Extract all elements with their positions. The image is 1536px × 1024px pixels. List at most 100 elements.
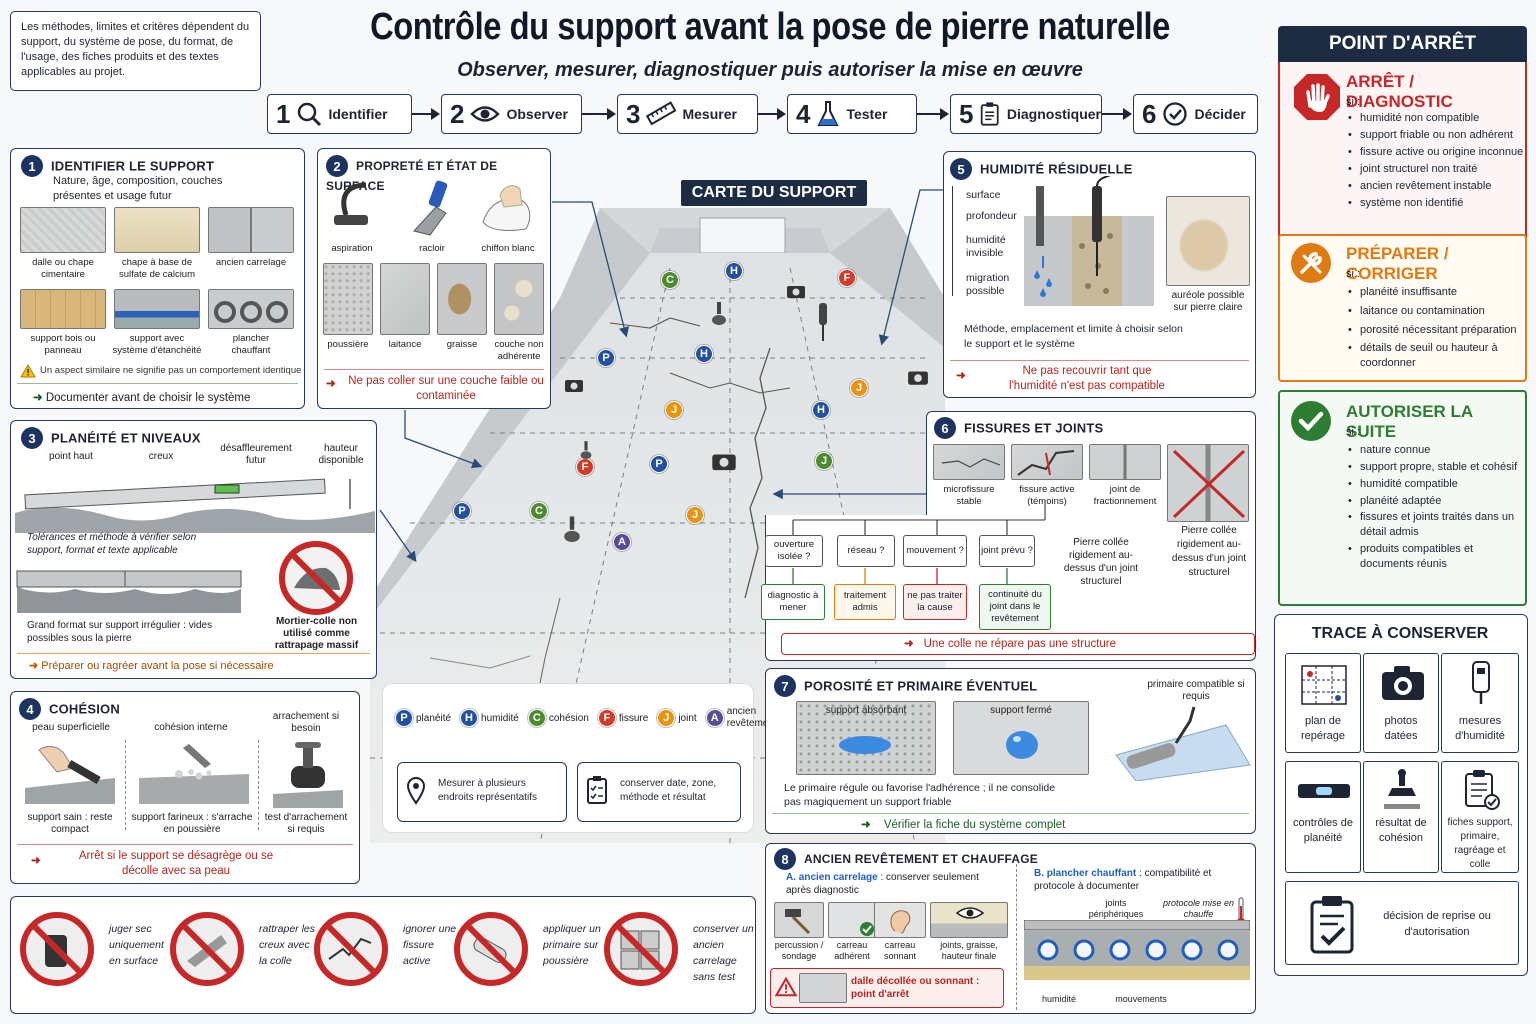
step-identifier: 1 Identifier <box>267 94 412 134</box>
section-title: FISSURES ET JOINTS <box>964 420 1104 436</box>
tile-caption: microfissure stable <box>943 484 995 507</box>
section-divider <box>324 369 544 370</box>
level-icon <box>1298 784 1350 798</box>
map-marker[interactable]: A <box>613 533 631 551</box>
map-marker[interactable]: P <box>650 455 668 473</box>
stain-stone-image <box>1166 196 1250 286</box>
checklist-icon <box>587 776 607 804</box>
map-marker[interactable]: J <box>665 401 683 419</box>
block-item: produits compatibles et documents réunis <box>1346 542 1524 572</box>
map-marker[interactable]: H <box>695 345 713 363</box>
block-title: ARRÊT / DIAGNOSTIC <box>1346 72 1453 111</box>
heating-note: B. plancher chauffant : compatibilité et… <box>1034 868 1212 892</box>
section-number: 2 <box>326 155 348 177</box>
map-marker[interactable]: H <box>812 401 830 419</box>
stain-caption: auréole possible sur pierre claire <box>1171 290 1245 313</box>
section-divider <box>950 360 1249 361</box>
trace-cell: mesures d'humidité <box>1441 653 1519 753</box>
pull-tester-icon <box>712 302 726 325</box>
tile-caption: poussière <box>327 339 369 350</box>
heating-label: humidité <box>1041 994 1077 1004</box>
tile-caption: carreau adhérent <box>834 940 870 961</box>
block-item: support propre, stable et cohésif <box>1346 459 1524 476</box>
prohibition-item: conserver un ancien carrelage sans test <box>601 909 754 999</box>
block-title: AUTORISER LA SUITE <box>1346 402 1473 441</box>
camera-icon <box>1382 666 1424 700</box>
tile-image <box>774 902 824 938</box>
fissure-footer-box <box>781 633 1255 655</box>
tool-caption: aspiration <box>331 243 373 254</box>
map-marker[interactable]: J <box>686 506 704 524</box>
page-subtitle: Observer, mesurer, diagnostiquer puis au… <box>457 59 1083 81</box>
trace-label: mesures d'humidité <box>1455 715 1505 742</box>
section-title: COHÉSION <box>49 701 120 717</box>
prohibition-label: conserver un ancien carrelage sans test <box>693 923 754 983</box>
block-item: joint structurel non traité <box>1346 161 1526 178</box>
step-diagnostiquer: 5 Diagnostiquer <box>950 94 1102 134</box>
trace-final-cell: décision de reprise ou d'autorisation <box>1285 881 1519 965</box>
absorbed-drop-illustration <box>839 736 891 754</box>
tile-caption: couche non adhérente <box>494 339 544 362</box>
no-trowel-fill-icon <box>170 912 244 986</box>
check-badge-icon <box>860 922 874 936</box>
map-marker[interactable]: C <box>530 502 548 520</box>
tile-image: support absorbant <box>796 701 936 775</box>
tile-image <box>437 263 487 335</box>
map-marker[interactable]: P <box>453 502 471 520</box>
tolerance-note: Tolérances et méthode à vérifier selon s… <box>27 532 197 556</box>
section-divider <box>17 844 353 845</box>
camera-icon <box>908 371 928 385</box>
moisture-label: surface <box>966 189 1001 201</box>
column-divider <box>258 740 259 830</box>
section-footer: ➜Ne pas recouvrir tant que l'humidité n'… <box>956 365 1165 392</box>
map-marker[interactable]: F <box>838 269 856 287</box>
column-divider <box>125 740 126 830</box>
primer-note: Le primaire régule ou favorise l'adhéren… <box>784 782 1056 808</box>
pull-tester-icon <box>580 441 592 459</box>
prohibition-label: appliquer un primaire sur poussière <box>543 923 601 967</box>
moisture-label: profondeur <box>966 210 1017 222</box>
no-primer-on-dust-icon <box>454 912 528 986</box>
map-marker[interactable]: C <box>661 271 679 289</box>
section-number: 7 <box>774 675 796 697</box>
question-box: mouvement ? <box>903 535 967 567</box>
tip-record-box: conserver date, zone, méthode et résulta… <box>577 762 741 822</box>
map-marker[interactable]: J <box>850 379 868 397</box>
trace-cell: plan de repérage <box>1285 653 1361 753</box>
section-footer: ➜Arrêt si le support se désagrège ou se … <box>31 850 274 877</box>
tile-caption: plancher chauffant <box>231 333 271 356</box>
trace-label: contrôles de planéité <box>1293 817 1353 844</box>
question-box: joint prévu ? <box>979 535 1035 567</box>
tile-image <box>874 902 926 938</box>
tip-record-text: conserver date, zone, méthode et résulta… <box>620 778 717 803</box>
tile-caption: support bois ou panneau <box>30 333 96 356</box>
diagram-label: hauteur disponible <box>318 443 364 466</box>
tile-image <box>930 902 1008 938</box>
large-format-note: Grand format sur support irrégulier : vi… <box>27 620 213 644</box>
map-marker[interactable]: H <box>725 262 743 280</box>
map-marker[interactable]: J <box>815 452 833 470</box>
cohesion-head: peau superficielle <box>32 722 110 733</box>
tile-image <box>20 289 106 329</box>
section-title: POROSITÉ ET PRIMAIRE ÉVENTUEL <box>804 678 1038 694</box>
active-crack-illustration <box>1017 450 1075 476</box>
block-item: support friable ou non adhérent <box>1346 127 1526 144</box>
trace-panel: TRACE À CONSERVER plan de repérage photo… <box>1274 614 1528 976</box>
block-item: humidité non compatible <box>1346 110 1526 127</box>
heating-pipes-illustration <box>214 301 288 323</box>
camera-icon <box>712 454 736 471</box>
map-marker[interactable]: P <box>597 349 615 367</box>
stop-alert-box: dalle décollée ou sonnant : point d'arrê… <box>770 968 1004 1008</box>
block-list: humidité non compatible support friable … <box>1346 110 1526 212</box>
step-arrow <box>917 108 949 120</box>
cohesion-caption: test d'arrachement si requis <box>264 812 348 835</box>
block-item: humidité compatible <box>1346 476 1524 493</box>
moisture-probe-icon <box>819 303 827 341</box>
decision-box: diagnostic à mener <box>761 584 825 620</box>
tile-image <box>1167 444 1249 522</box>
stop-alert-text: dalle décollée ou sonnant : point d'arrê… <box>851 976 980 1000</box>
block-item: fissures et joints traités dans un détai… <box>1346 510 1524 540</box>
block-item: laitance ou contamination <box>1346 303 1524 320</box>
disclaimer-box: Les méthodes, limites et critères dépend… <box>10 11 261 91</box>
